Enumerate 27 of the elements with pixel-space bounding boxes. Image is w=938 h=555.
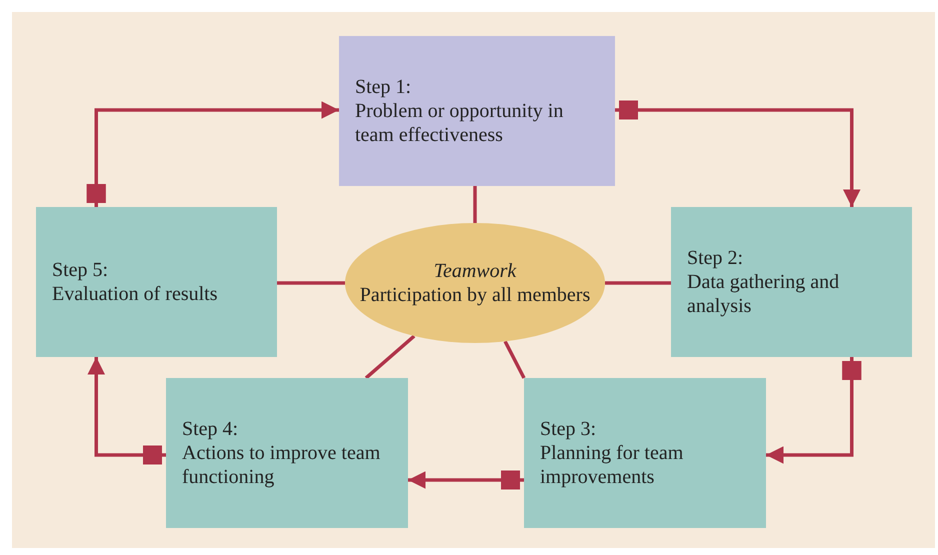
description: Evaluation of results (52, 282, 219, 306)
connector-line (504, 340, 526, 379)
heading: Step 3: (540, 417, 598, 441)
heading: Step 4: (182, 417, 240, 441)
description: Actions to improve team functioning (182, 441, 382, 489)
description: Problem or opportunity in team effectiveness (355, 99, 564, 147)
arrow (615, 100, 860, 207)
connector-line (605, 281, 671, 285)
heading: Teamwork (434, 259, 516, 283)
description: Planning for team improvements (540, 441, 684, 489)
arrow (86, 101, 339, 207)
step-box (166, 378, 408, 528)
connector-line (364, 334, 416, 380)
description: Participation by all members (360, 283, 590, 307)
step-box (36, 207, 277, 357)
connector-line (277, 281, 345, 285)
step-box (524, 378, 766, 528)
connector-line (473, 186, 477, 223)
arrow (408, 470, 524, 490)
heading: Step 1: (355, 75, 412, 99)
heading: Step 2: (687, 246, 744, 270)
heading: Step 5: (52, 258, 110, 282)
step-box (671, 207, 912, 357)
description: Data gathering and analysis (687, 270, 840, 318)
arrow (766, 357, 862, 464)
arrow (88, 357, 166, 465)
step-box (339, 36, 615, 186)
